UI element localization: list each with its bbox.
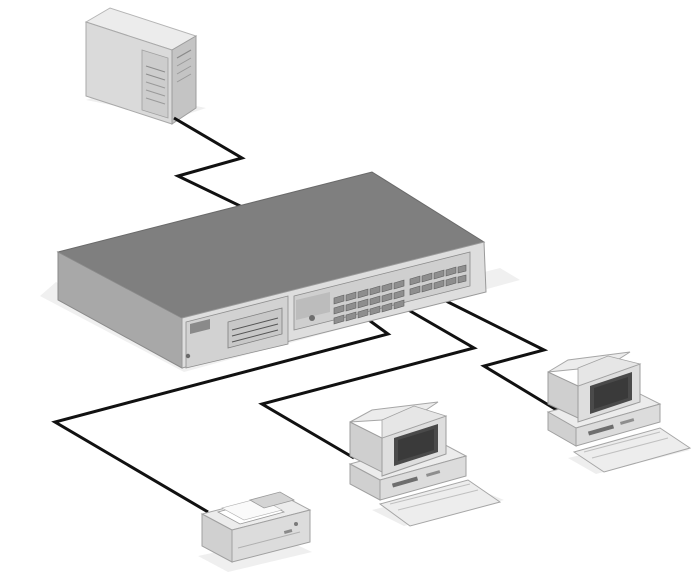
cable-switch-workstation-2 — [419, 286, 561, 414]
network-switch-icon — [40, 171, 520, 372]
desktop-computer-icon — [348, 401, 504, 527]
desktop-computer-icon — [546, 351, 692, 474]
tower-server-icon — [84, 7, 206, 125]
cable-switch-workstation-1 — [258, 302, 478, 460]
cable-switch-printer — [51, 316, 392, 514]
printer-icon — [198, 491, 312, 572]
